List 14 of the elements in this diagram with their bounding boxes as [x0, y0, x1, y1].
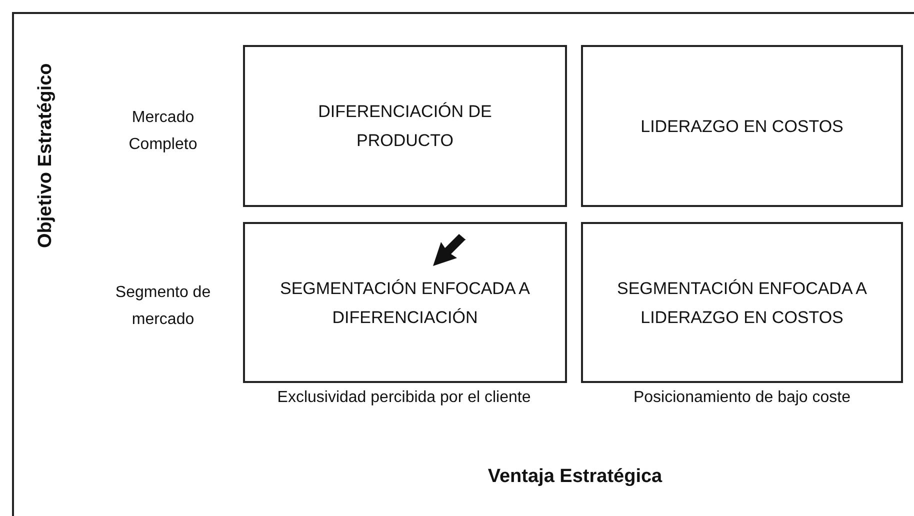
strategy-box — [581, 45, 903, 207]
axis-title: Ventaja Estratégica — [486, 465, 664, 489]
column-label: Posicionamiento de bajo coste — [632, 388, 852, 408]
box-text: SEGMENTACIÓN ENFOCADA A LIDERAZGO EN COSTOS — [616, 278, 868, 328]
axis-title: Objetivo Estratégico — [34, 62, 56, 248]
box-text: LIDERAZGO EN COSTOS — [640, 116, 844, 138]
box-text: DIFERENCIACIÓN DE PRODUCTO — [317, 101, 493, 152]
row-label: Segmento de mercado — [114, 283, 212, 330]
box-text: SEGMENTACIÓN ENFOCADA A DIFERENCIACIÓN — [278, 278, 531, 328]
column-label: Exclusividad percibida por el cliente — [276, 388, 532, 408]
strategy-box — [243, 222, 567, 383]
strategy-box — [581, 222, 903, 383]
row-label: Mercado Completo — [128, 108, 198, 155]
strategy-box — [243, 45, 567, 207]
